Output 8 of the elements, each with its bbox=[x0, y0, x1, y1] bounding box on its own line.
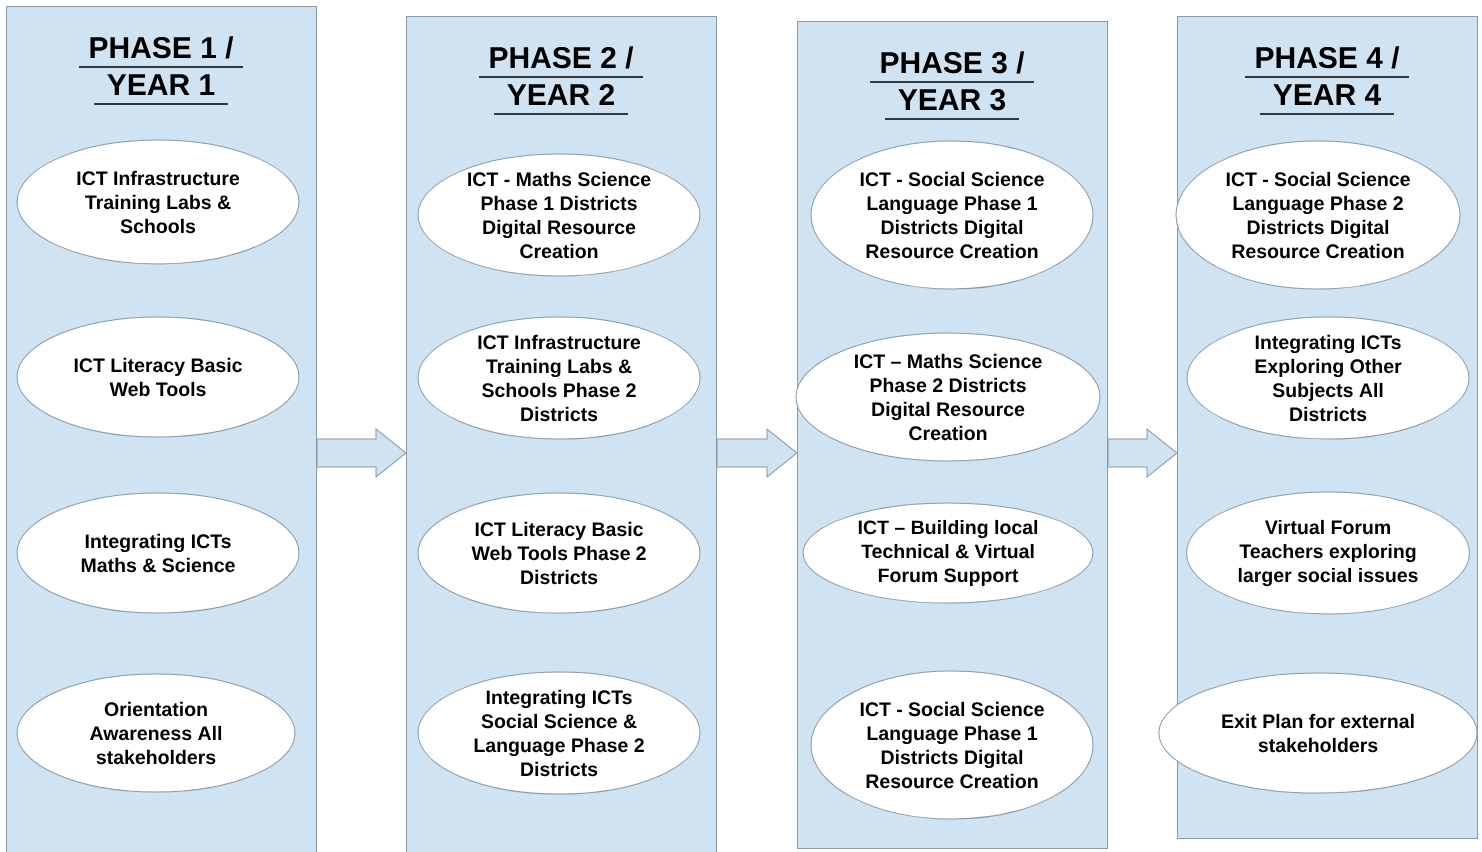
phase-heading: PHASE 3 / YEAR 3 bbox=[869, 51, 1035, 120]
block-arrow bbox=[1107, 428, 1178, 478]
phase-heading: PHASE 4 / YEAR 4 bbox=[1244, 46, 1410, 115]
block-arrow bbox=[316, 428, 407, 478]
phase-heading: PHASE 2 / YEAR 2 bbox=[478, 46, 644, 115]
node-label: Exit Plan for external stakeholders bbox=[1222, 713, 1414, 753]
block-arrow bbox=[716, 428, 798, 478]
phase-heading: PHASE 1 / YEAR 1 bbox=[78, 36, 244, 105]
